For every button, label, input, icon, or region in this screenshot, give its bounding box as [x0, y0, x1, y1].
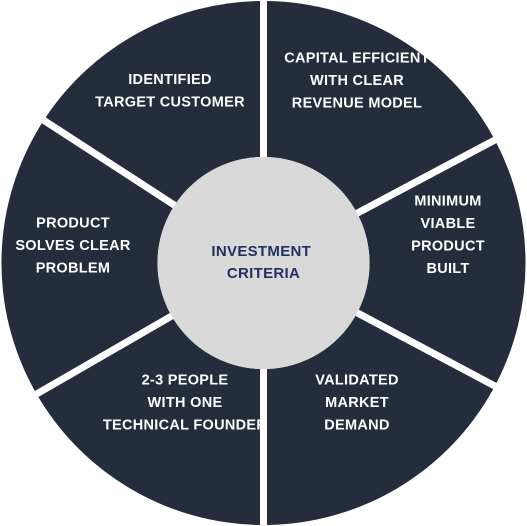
wheel-segment: [358, 143, 526, 383]
wheel-segment: [1, 123, 173, 391]
segment-label: 2-3 PEOPLE WITH ONE TECHNICAL FOUNDER: [103, 373, 268, 434]
center-label-line: INVESTMENT: [211, 243, 311, 260]
segment-label-line: TARGET CUSTOMER: [95, 94, 245, 110]
segment-label: CAPITAL EFFICIENT WITH CLEAR REVENUE MODEL: [284, 51, 430, 112]
segment-label-line: WITH ONE: [148, 395, 223, 411]
segment-label: IDENTIFIED TARGET CUSTOMER: [95, 72, 245, 111]
center-hub: [157, 157, 370, 369]
wheel-segment: [38, 319, 260, 525]
segment-label: PRODUCT SOLVES CLEAR PROBLEM: [15, 216, 131, 277]
wheel-segment: [267, 1, 494, 211]
segment-label-line: BUILT: [426, 261, 469, 277]
segment-label-line: PRODUCT: [411, 238, 485, 254]
center-label: INVESTMENT CRITERIA: [211, 243, 315, 282]
segment-label: MINIMUM VIABLE PRODUCT BUILT: [411, 193, 485, 277]
segment-label-line: CAPITAL EFFICIENT: [284, 51, 430, 67]
segment-label-line: MARKET: [325, 395, 389, 411]
segment-label-line: SOLVES CLEAR: [15, 238, 131, 254]
segment-label-line: DEMAND: [324, 418, 389, 434]
segment-label-line: MINIMUM: [414, 193, 481, 209]
center-label-line: CRITERIA: [227, 265, 300, 282]
segment-label-line: VIABLE: [421, 216, 476, 232]
wheel-segment: [45, 1, 261, 203]
segment-label-line: REVENUE MODEL: [292, 96, 422, 112]
segment-label: VALIDATED MARKET DEMAND: [315, 373, 399, 434]
segment-label-line: VALIDATED: [315, 373, 399, 389]
segment-label-line: WITH CLEAR: [310, 73, 404, 89]
segment-label-line: TECHNICAL FOUNDER: [103, 418, 268, 434]
segment-label-line: PRODUCT: [36, 216, 110, 232]
segment-label-line: PROBLEM: [36, 261, 111, 277]
wheel-segment: [267, 315, 494, 525]
segment-label-line: 2-3 PEOPLE: [142, 373, 229, 389]
segment-label-line: IDENTIFIED: [128, 72, 212, 88]
